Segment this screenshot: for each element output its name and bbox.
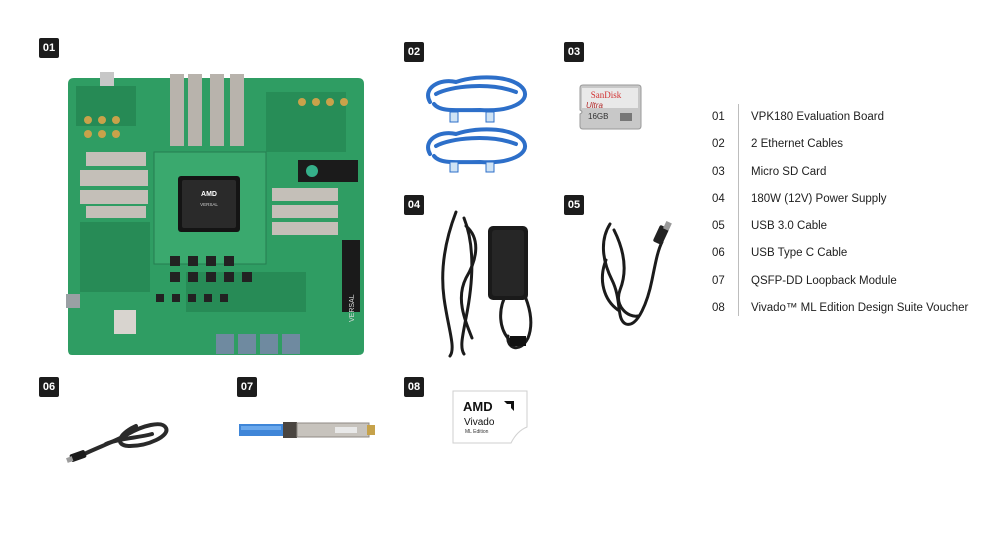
item-number: 01	[712, 111, 725, 123]
item-number: 05	[712, 220, 725, 233]
badge-06: 06	[39, 377, 59, 397]
item-number: 02	[712, 138, 725, 151]
badge-08: 08	[404, 377, 424, 397]
badge-05: 05	[564, 195, 584, 215]
qsfp-dd-module-image	[239, 418, 377, 442]
badge-03: 03	[564, 42, 584, 62]
sd-line: Ultra	[586, 101, 603, 110]
ethernet-cables-image	[420, 70, 532, 178]
evaluation-board-image: AMD VERSAL VERSAL	[66, 72, 366, 357]
usb3-cable-image	[598, 220, 678, 330]
badge-01: 01	[39, 38, 59, 58]
badge-02: 02	[404, 42, 424, 62]
item-number: 03	[712, 165, 725, 178]
item-label: USB 3.0 Cable	[751, 220, 828, 233]
item-label: 180W (12V) Power Supply	[751, 192, 887, 205]
item-label: Vivado™ ML Edition Design Suite Voucher	[751, 302, 969, 315]
voucher-brand: AMD	[463, 399, 493, 414]
voucher-edition: ML Edition	[465, 429, 489, 435]
item-label: QSFP-DD Loopback Module	[751, 274, 897, 287]
badge-04: 04	[404, 195, 424, 215]
micro-sd-card-image: SanDisk Ultra 16GB	[578, 84, 642, 130]
item-number: 08	[712, 302, 725, 315]
badge-07: 07	[237, 377, 257, 397]
board-edge-label: VERSAL	[349, 294, 356, 322]
vivado-voucher-image: AMD Vivado ML Edition	[451, 389, 529, 445]
item-number: 04	[712, 192, 725, 205]
usb-c-cable-image	[66, 412, 172, 464]
chip-brand: AMD	[201, 191, 217, 198]
contents-divider	[738, 104, 739, 316]
sd-brand: SanDisk	[591, 90, 622, 100]
voucher-product: Vivado	[464, 417, 495, 428]
sd-capacity: 16GB	[588, 112, 608, 121]
item-number: 07	[712, 274, 725, 287]
power-supply-image	[436, 208, 548, 358]
item-label: VPK180 Evaluation Board	[751, 111, 884, 123]
item-label: USB Type C Cable	[751, 247, 848, 260]
item-number: 06	[712, 247, 725, 260]
item-label: 2 Ethernet Cables	[751, 138, 844, 151]
item-label: Micro SD Card	[751, 165, 827, 178]
chip-name: VERSAL	[200, 202, 218, 207]
